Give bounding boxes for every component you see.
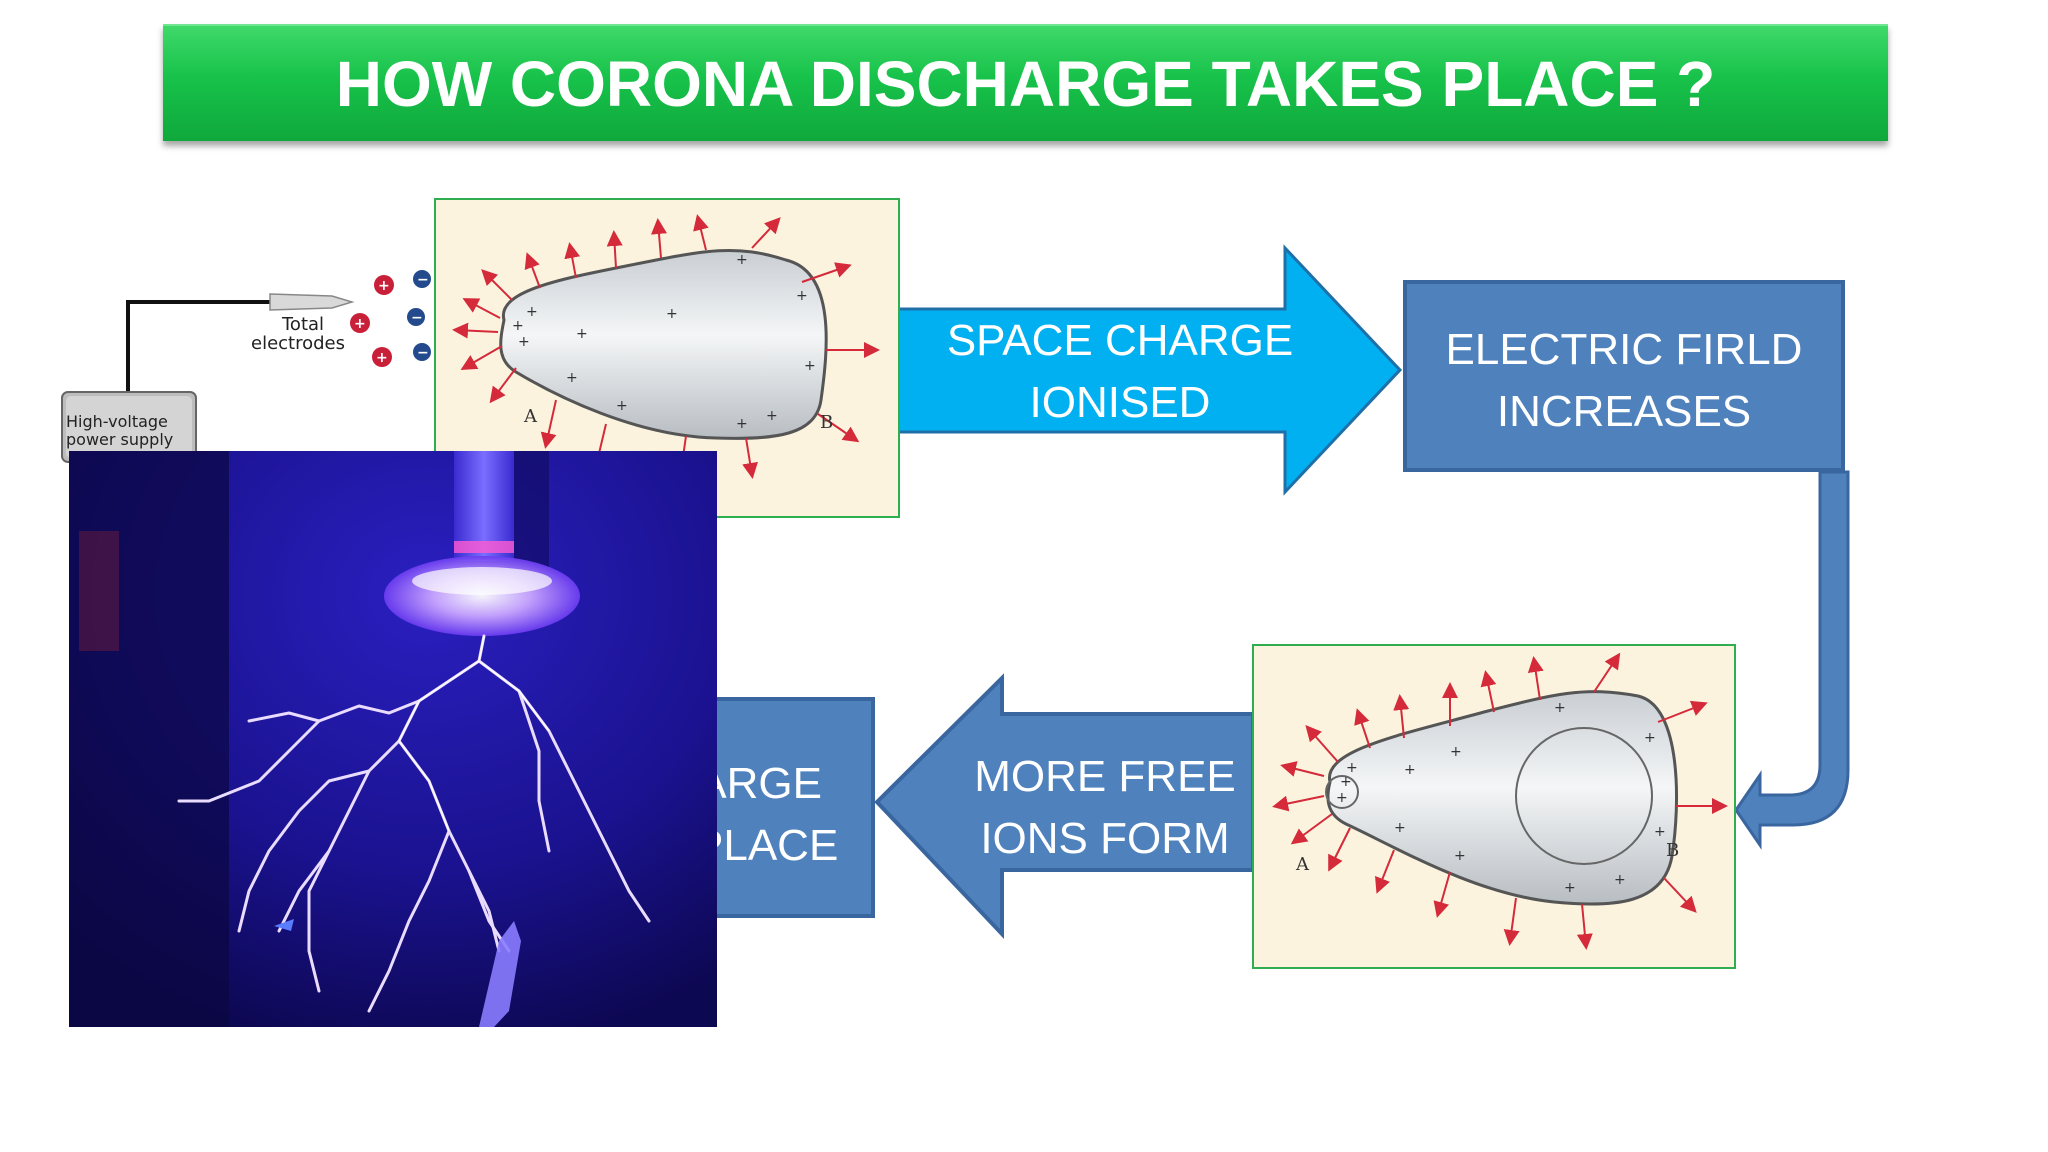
svg-text:+: + bbox=[766, 408, 778, 424]
svg-text:+: + bbox=[1564, 880, 1576, 896]
corona-discharge-photo bbox=[69, 451, 717, 1027]
box1-line2: INCREASES bbox=[1496, 387, 1752, 436]
supply-label-line2: power supply bbox=[66, 430, 174, 449]
label-b-bottom: B bbox=[1666, 840, 1679, 861]
box1-line1: ELECTRIC FIRLD bbox=[1445, 325, 1803, 374]
svg-text:+: + bbox=[1346, 760, 1358, 776]
arrow-space-charge-shape bbox=[896, 244, 1403, 496]
arrow-label-space-charge: SPACE CHARGE IONISED bbox=[935, 310, 1305, 434]
label-b-top: B bbox=[820, 412, 833, 433]
label-a-bottom: A bbox=[1295, 854, 1310, 875]
arrow1-line2: IONISED bbox=[1029, 378, 1211, 427]
svg-text:+: + bbox=[1450, 744, 1462, 760]
svg-text:+: + bbox=[1454, 848, 1466, 864]
box2-line1: ARGE bbox=[697, 759, 822, 808]
box-discharge: ARGE PLACE bbox=[690, 697, 875, 918]
svg-text:+: + bbox=[1340, 774, 1352, 790]
svg-text:+: + bbox=[666, 306, 678, 322]
arrow2-line2: IONS FORM bbox=[980, 814, 1230, 863]
arrow-label-more-ions: MORE FREE IONS FORM bbox=[960, 746, 1250, 870]
svg-text:+: + bbox=[518, 334, 530, 350]
slide-title: HOW CORONA DISCHARGE TAKES PLACE ? bbox=[335, 47, 1716, 120]
conductor-illustration-top: +++ +++ +++ +++ A B bbox=[452, 214, 880, 482]
svg-text:+: + bbox=[1404, 762, 1416, 778]
arrow1-line1: SPACE CHARGE bbox=[946, 316, 1294, 365]
svg-text:+: + bbox=[804, 358, 816, 374]
arrow-more-ions-shape bbox=[874, 673, 1255, 940]
svg-text:+: + bbox=[1554, 700, 1566, 716]
arrow2-line1: MORE FREE bbox=[974, 752, 1236, 801]
svg-text:+: + bbox=[616, 398, 628, 414]
svg-text:+: + bbox=[1644, 730, 1656, 746]
box2-line2: PLACE bbox=[694, 821, 839, 870]
label-total: Total bbox=[282, 314, 325, 335]
svg-text:+: + bbox=[1614, 872, 1626, 888]
box2-text: ARGE PLACE bbox=[694, 753, 839, 877]
svg-text:+: + bbox=[736, 252, 748, 268]
svg-text:+: + bbox=[566, 370, 578, 386]
conductor-panel-bottom: +++ +++ +++ +++ A B bbox=[1252, 644, 1736, 969]
svg-text:+: + bbox=[1394, 820, 1406, 836]
box-electric-field: ELECTRIC FIRLD INCREASES bbox=[1403, 280, 1845, 472]
conductor-illustration-bottom: +++ +++ +++ +++ A B bbox=[1272, 652, 1728, 950]
box1-text: ELECTRIC FIRLD INCREASES bbox=[1407, 319, 1841, 443]
svg-text:+: + bbox=[1654, 824, 1666, 840]
elbow-connector bbox=[1734, 470, 1850, 850]
svg-text:+: + bbox=[512, 318, 524, 334]
label-a-top: A bbox=[523, 406, 538, 427]
svg-text:+: + bbox=[576, 326, 588, 342]
title-banner: HOW CORONA DISCHARGE TAKES PLACE ? bbox=[163, 24, 1888, 141]
label-electrodes: electrodes bbox=[251, 333, 345, 354]
svg-text:+: + bbox=[736, 416, 748, 432]
svg-text:+: + bbox=[526, 304, 538, 320]
lightning-illustration bbox=[69, 451, 717, 1027]
svg-text:+: + bbox=[796, 288, 808, 304]
supply-label-line1: High-voltage bbox=[66, 412, 168, 431]
svg-text:+: + bbox=[1336, 790, 1348, 806]
